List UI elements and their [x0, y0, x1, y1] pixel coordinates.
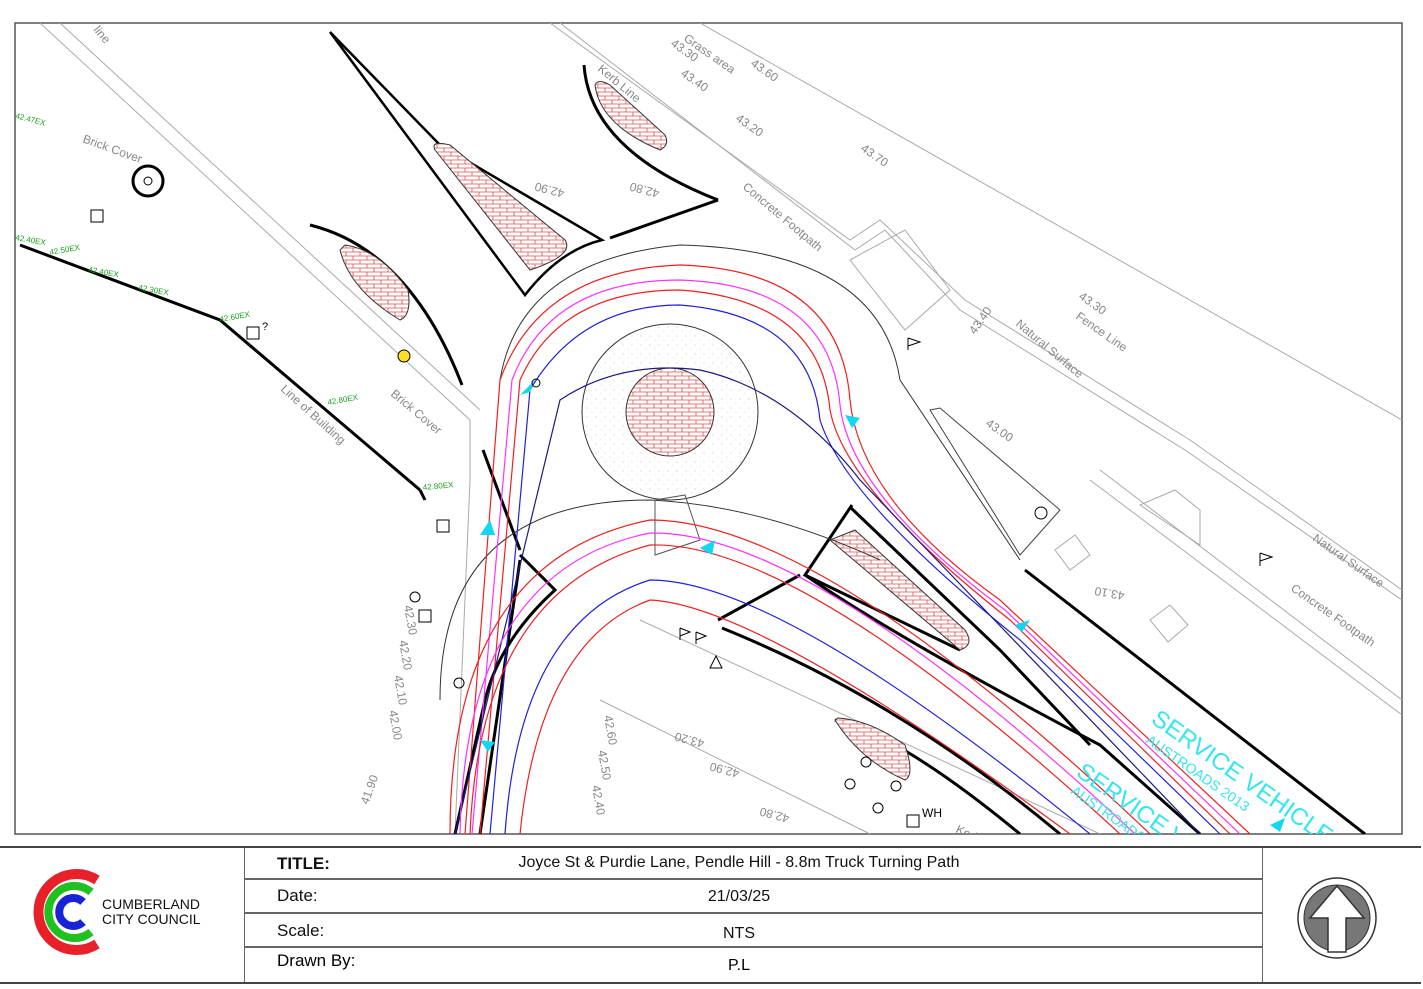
svg-text:42.80: 42.80 — [758, 804, 791, 825]
svg-text:43.60: 43.60 — [748, 56, 781, 85]
svg-text:42.20: 42.20 — [396, 639, 415, 671]
svg-text:43.00: 43.00 — [983, 416, 1016, 445]
svg-text:43.20: 43.20 — [673, 729, 706, 750]
north-arrow-icon — [1297, 877, 1377, 959]
svg-text:43.20: 43.20 — [733, 111, 766, 140]
north-arrow — [1262, 848, 1421, 982]
manhole-icon — [131, 164, 165, 198]
site-symbols — [90, 164, 1274, 828]
direction-arrows — [480, 380, 1285, 832]
svg-text:42.60EX: 42.60EX — [219, 310, 251, 324]
svg-text:42.80: 42.80 — [628, 179, 661, 200]
light-pole-icon — [1034, 506, 1048, 520]
drawn-by-label: Drawn By: — [277, 951, 356, 970]
flag-icon — [679, 627, 708, 644]
light-pole-icon — [397, 349, 411, 363]
date-row: Date: 21/03/25 — [244, 880, 1262, 914]
svg-text:42.47EX: 42.47EX — [14, 111, 47, 128]
label-kerb: Kerb — [954, 822, 983, 846]
title-row: TITLE: Joyce St & Purdie Lane, Pendle Hi… — [244, 848, 1262, 880]
svg-text:42.50: 42.50 — [595, 749, 614, 781]
label-natural-surface: Natural Surface — [1013, 317, 1086, 382]
council-name-line1: CUMBERLAND — [102, 896, 201, 912]
svg-text:42.10: 42.10 — [391, 674, 410, 706]
label-unknown: ? — [262, 321, 268, 333]
water-hydrant-icon — [906, 814, 920, 828]
drawing-frame — [14, 22, 1403, 835]
svg-text:42.00: 42.00 — [386, 709, 405, 741]
flag-icon — [907, 337, 922, 350]
triangle-icon — [709, 654, 723, 669]
title-block: CUMBERLAND CITY COUNCIL TITLE: Joyce St … — [0, 846, 1421, 984]
svg-text:43.40: 43.40 — [966, 304, 995, 337]
council-logo-icon — [33, 869, 100, 955]
svg-text:42.40: 42.40 — [589, 784, 608, 816]
svg-text:42.30: 42.30 — [401, 604, 420, 636]
svg-text:42.60: 42.60 — [601, 714, 620, 746]
roundabout — [439, 244, 1021, 701]
title-value: Joyce St & Purdie Lane, Pendle Hill - 8.… — [518, 854, 960, 871]
label-brick-cover: Brick Cover — [388, 387, 445, 438]
svg-text:43.40: 43.40 — [678, 66, 711, 95]
title-label: TITLE: — [277, 854, 330, 873]
flag-icon — [1259, 552, 1274, 566]
svg-text:42.40EX: 42.40EX — [15, 233, 47, 247]
drawn-by-value: P.L — [728, 957, 750, 974]
svg-text:43.10: 43.10 — [1093, 584, 1125, 603]
kerb-lines — [19, 31, 1366, 834]
label-natural-surface: Natural Surface — [1310, 531, 1387, 590]
label-line-of-building: Line of Building — [278, 382, 348, 447]
council-name-line2: CITY COUNCIL — [102, 911, 201, 927]
label-brick-cover: Brick Cover — [81, 132, 144, 166]
label-line: line — [91, 23, 114, 47]
council-logo: CUMBERLAND CITY COUNCIL — [0, 848, 245, 982]
svg-text:42.80EX: 42.80EX — [422, 480, 454, 492]
svg-text:42.90: 42.90 — [708, 759, 741, 780]
scale-row: Scale: NTS — [244, 914, 1262, 948]
site-plan-drawing: Grass area Kerb Line Concrete Footpath C… — [14, 22, 1403, 846]
scale-label: Scale: — [277, 921, 325, 940]
scale-value: NTS — [723, 925, 755, 942]
date-label: Date: — [277, 886, 318, 905]
traffic-islands — [339, 81, 1061, 781]
date-value: 21/03/25 — [707, 888, 771, 905]
drawn-by-row: Drawn By: P.L — [244, 948, 1262, 982]
svg-text:41.90: 41.90 — [358, 773, 382, 806]
turning-paths — [449, 264, 1251, 834]
label-wh: WH — [922, 806, 942, 820]
svg-text:42.90: 42.90 — [533, 179, 566, 200]
svg-text:42.50EX: 42.50EX — [49, 243, 81, 257]
svg-text:43.70: 43.70 — [858, 141, 891, 170]
svg-text:42.80EX: 42.80EX — [327, 393, 359, 407]
